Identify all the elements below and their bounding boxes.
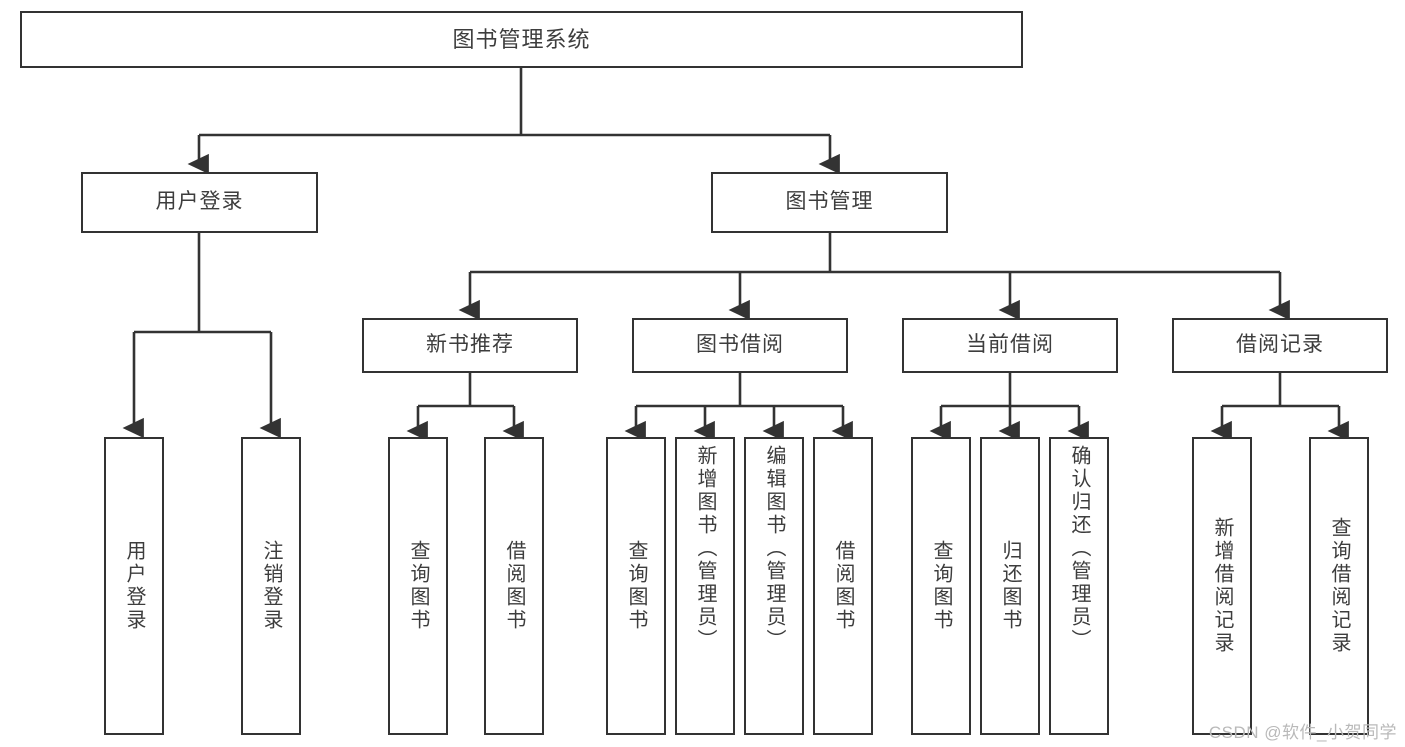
leaf-borrow-borrow-books[interactable]: 借阅图书: [813, 437, 873, 735]
leaf-current-query-books[interactable]: 查询图书: [911, 437, 971, 735]
node-book-borrowing[interactable]: 图书借阅: [632, 318, 848, 373]
leaf-borrow-edit-book-admin[interactable]: 编辑图书（管理员）: [744, 437, 804, 735]
leaf-records-add-record[interactable]: 新增借阅记录: [1192, 437, 1252, 735]
leaf-new-book-borrow-books[interactable]: 借阅图书: [484, 437, 544, 735]
node-book-management[interactable]: 图书管理: [711, 172, 948, 233]
node-user-login[interactable]: 用户登录: [81, 172, 318, 233]
node-borrowing-records[interactable]: 借阅记录: [1172, 318, 1388, 373]
leaf-new-book-query-books[interactable]: 查询图书: [388, 437, 448, 735]
node-root-book-management-system[interactable]: 图书管理系统: [20, 11, 1023, 68]
leaf-user-login-signin[interactable]: 用户登录: [104, 437, 164, 735]
node-new-book-recommendation[interactable]: 新书推荐: [362, 318, 578, 373]
leaf-current-return-books[interactable]: 归还图书: [980, 437, 1040, 735]
leaf-records-query-record[interactable]: 查询借阅记录: [1309, 437, 1369, 735]
watermark-text: CSDN @软件_小贺同学: [1208, 723, 1397, 742]
leaf-borrow-add-book-admin[interactable]: 新增图书（管理员）: [675, 437, 735, 735]
leaf-user-login-signout[interactable]: 注销登录: [241, 437, 301, 735]
leaf-borrow-query-books[interactable]: 查询图书: [606, 437, 666, 735]
leaf-current-confirm-return-admin[interactable]: 确认归还（管理员）: [1049, 437, 1109, 735]
node-current-borrowing[interactable]: 当前借阅: [902, 318, 1118, 373]
